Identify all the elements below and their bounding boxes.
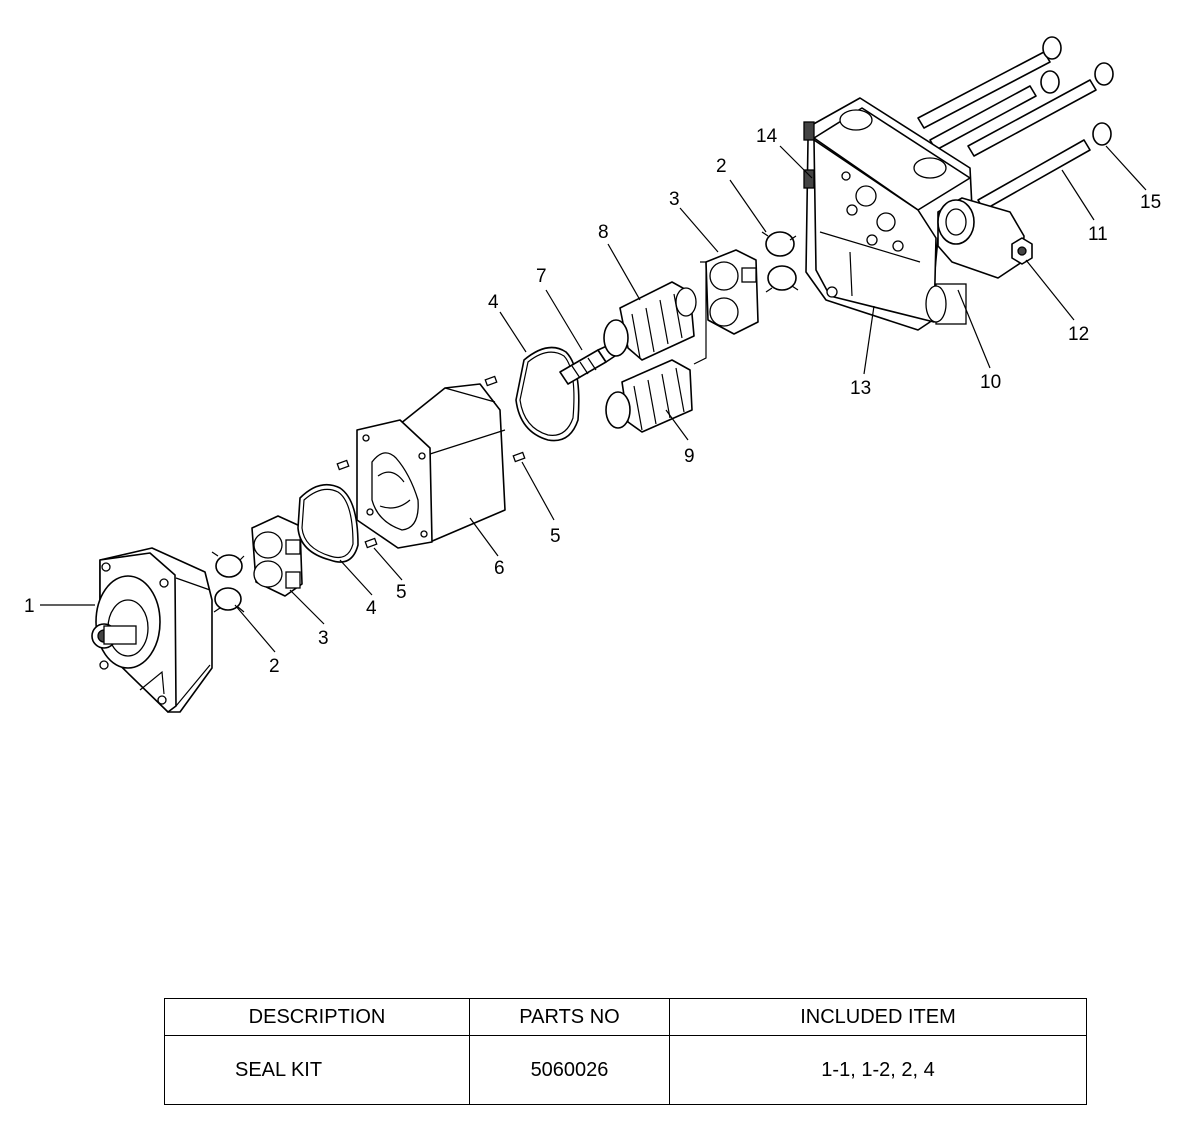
part-9-lower-gear: [605, 359, 693, 433]
callout-7: 7: [536, 266, 547, 287]
callout-9: 9: [684, 446, 695, 467]
callout-5: 5: [396, 582, 407, 603]
exploded-parts-diagram: 1 2 3 4 5 6 5 4 7 8 9 3 2 14 13 10 12 11…: [24, 36, 1161, 713]
callout-14: 14: [756, 126, 778, 147]
header-description: DESCRIPTION: [164, 998, 470, 1036]
cell-description: SEAL KIT: [164, 1035, 470, 1105]
callout-2: 2: [269, 656, 280, 677]
table-header-row: DESCRIPTION PARTS NO INCLUDED ITEM: [164, 998, 1087, 1036]
header-included-item: INCLUDED ITEM: [669, 998, 1087, 1036]
callout-13: 13: [850, 378, 871, 399]
part-15-bolt-heads: [1040, 36, 1114, 146]
callout-6: 6: [494, 558, 505, 579]
cell-included-item: 1-1, 1-2, 2, 4: [669, 1035, 1087, 1105]
callout-4: 4: [366, 598, 377, 619]
part-6-gear-housing: [356, 383, 506, 549]
callout-3: 3: [669, 189, 680, 210]
part-8-upper-gear: [603, 281, 697, 361]
callout-15: 15: [1140, 192, 1161, 213]
callout-labels: 1 2 3 4 5 6 5 4 7 8 9 3 2 14 13 10 12 11…: [24, 126, 1161, 677]
part-14-fitting: [803, 121, 815, 189]
callout-5: 5: [550, 526, 561, 547]
leader-lines: [40, 145, 1147, 653]
callout-1: 1: [24, 596, 35, 617]
cell-parts-no: 5060026: [469, 1035, 670, 1105]
parts-table: DESCRIPTION PARTS NO INCLUDED ITEM SEAL …: [164, 998, 1087, 1105]
part-5-dowel-pins: [336, 375, 526, 549]
part-11-bolts: [917, 51, 1097, 211]
part-13-valve-body: [805, 97, 973, 331]
part-2-rings-right: [761, 231, 799, 293]
part-3-bushing-left: [251, 515, 303, 597]
table-row: SEAL KIT 5060026 1-1, 1-2, 2, 4: [164, 1035, 1087, 1105]
part-4-gasket-left: [297, 483, 359, 563]
callout-2: 2: [716, 156, 727, 177]
callout-10: 10: [980, 372, 1001, 393]
part-3-bushing-right: [705, 249, 759, 335]
callout-11: 11: [1088, 224, 1108, 245]
part-1-front-cover: [91, 547, 213, 713]
part-12-nut: [1011, 237, 1033, 265]
callout-12: 12: [1068, 324, 1089, 345]
part-4-gasket-right: [515, 346, 580, 442]
part-2-rings-left: [211, 551, 245, 613]
callout-4: 4: [488, 292, 499, 313]
callout-3: 3: [318, 628, 329, 649]
part-10-solenoid: [925, 197, 1025, 325]
callout-8: 8: [598, 222, 609, 243]
header-parts-no: PARTS NO: [469, 998, 670, 1036]
